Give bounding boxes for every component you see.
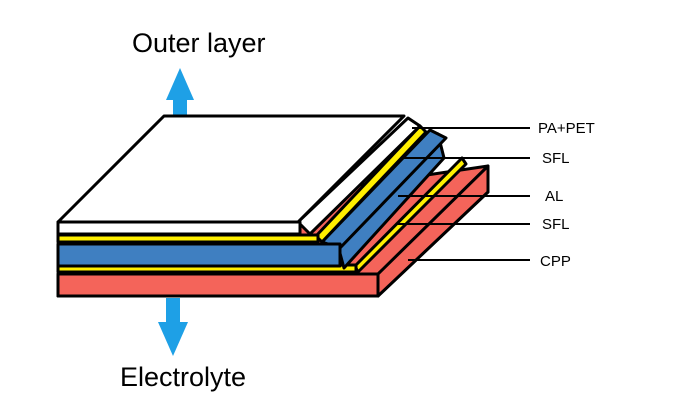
pa-pet-layer	[56, 114, 422, 236]
electrolyte-title: Electrolyte	[120, 362, 246, 392]
outer-layer-title: Outer layer	[132, 28, 266, 58]
electrolyte-arrow-icon	[158, 298, 188, 356]
leader-lines	[396, 127, 530, 261]
label-cpp: CPP	[540, 253, 571, 270]
label-al: AL	[545, 188, 563, 205]
label-pa-pet: PA+PET	[538, 120, 595, 137]
label-sfl-top: SFL	[542, 150, 570, 167]
label-sfl-bottom: SFL	[542, 216, 570, 233]
al-layer	[56, 128, 448, 270]
